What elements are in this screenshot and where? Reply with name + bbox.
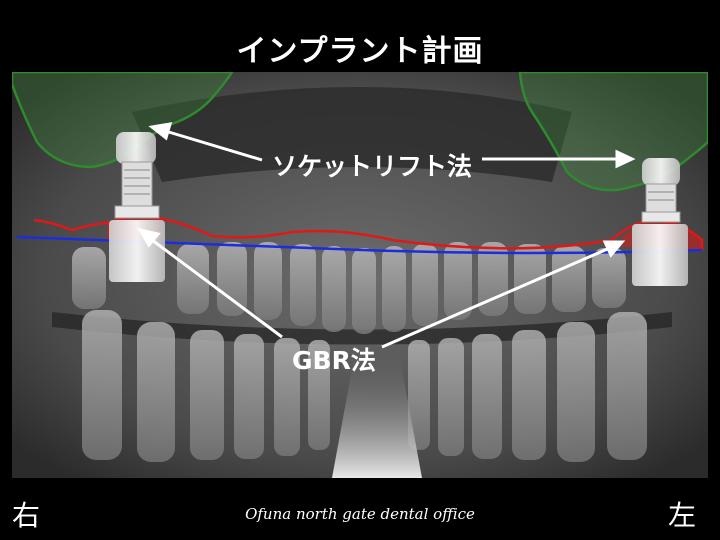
left-side-marker: 左 — [668, 499, 697, 532]
arrowhead-socket-lift-right — [148, 122, 173, 141]
upper-teeth — [72, 242, 626, 334]
gbr-implant-right — [109, 220, 165, 282]
gbr-implant-left — [632, 224, 688, 286]
footer-credit: Ofuna north gate dental office — [245, 505, 475, 523]
right-side-marker: 右 — [12, 499, 41, 532]
arrowhead-gbr-left — [602, 240, 626, 258]
socket-lift-label: ソケットリフト法 — [272, 152, 473, 181]
arrowhead-socket-lift-left — [615, 149, 636, 169]
socket-lift-implant-right — [114, 132, 160, 219]
panoramic-xray-image — [12, 72, 708, 478]
spine-shadow — [332, 342, 422, 478]
lower-teeth — [82, 310, 647, 462]
arrow-gbr-right — [147, 235, 283, 339]
slide-title: インプラント計画 — [236, 34, 484, 69]
nasal-region — [132, 87, 572, 182]
arrow-gbr-left — [381, 245, 613, 349]
gbr-label: GBR法 — [292, 346, 376, 375]
annotation-arrows — [136, 122, 636, 349]
arrow-socket-lift-right — [161, 128, 263, 162]
socket-lift-implant-left — [641, 158, 681, 223]
arrowhead-gbr-right — [136, 227, 161, 248]
